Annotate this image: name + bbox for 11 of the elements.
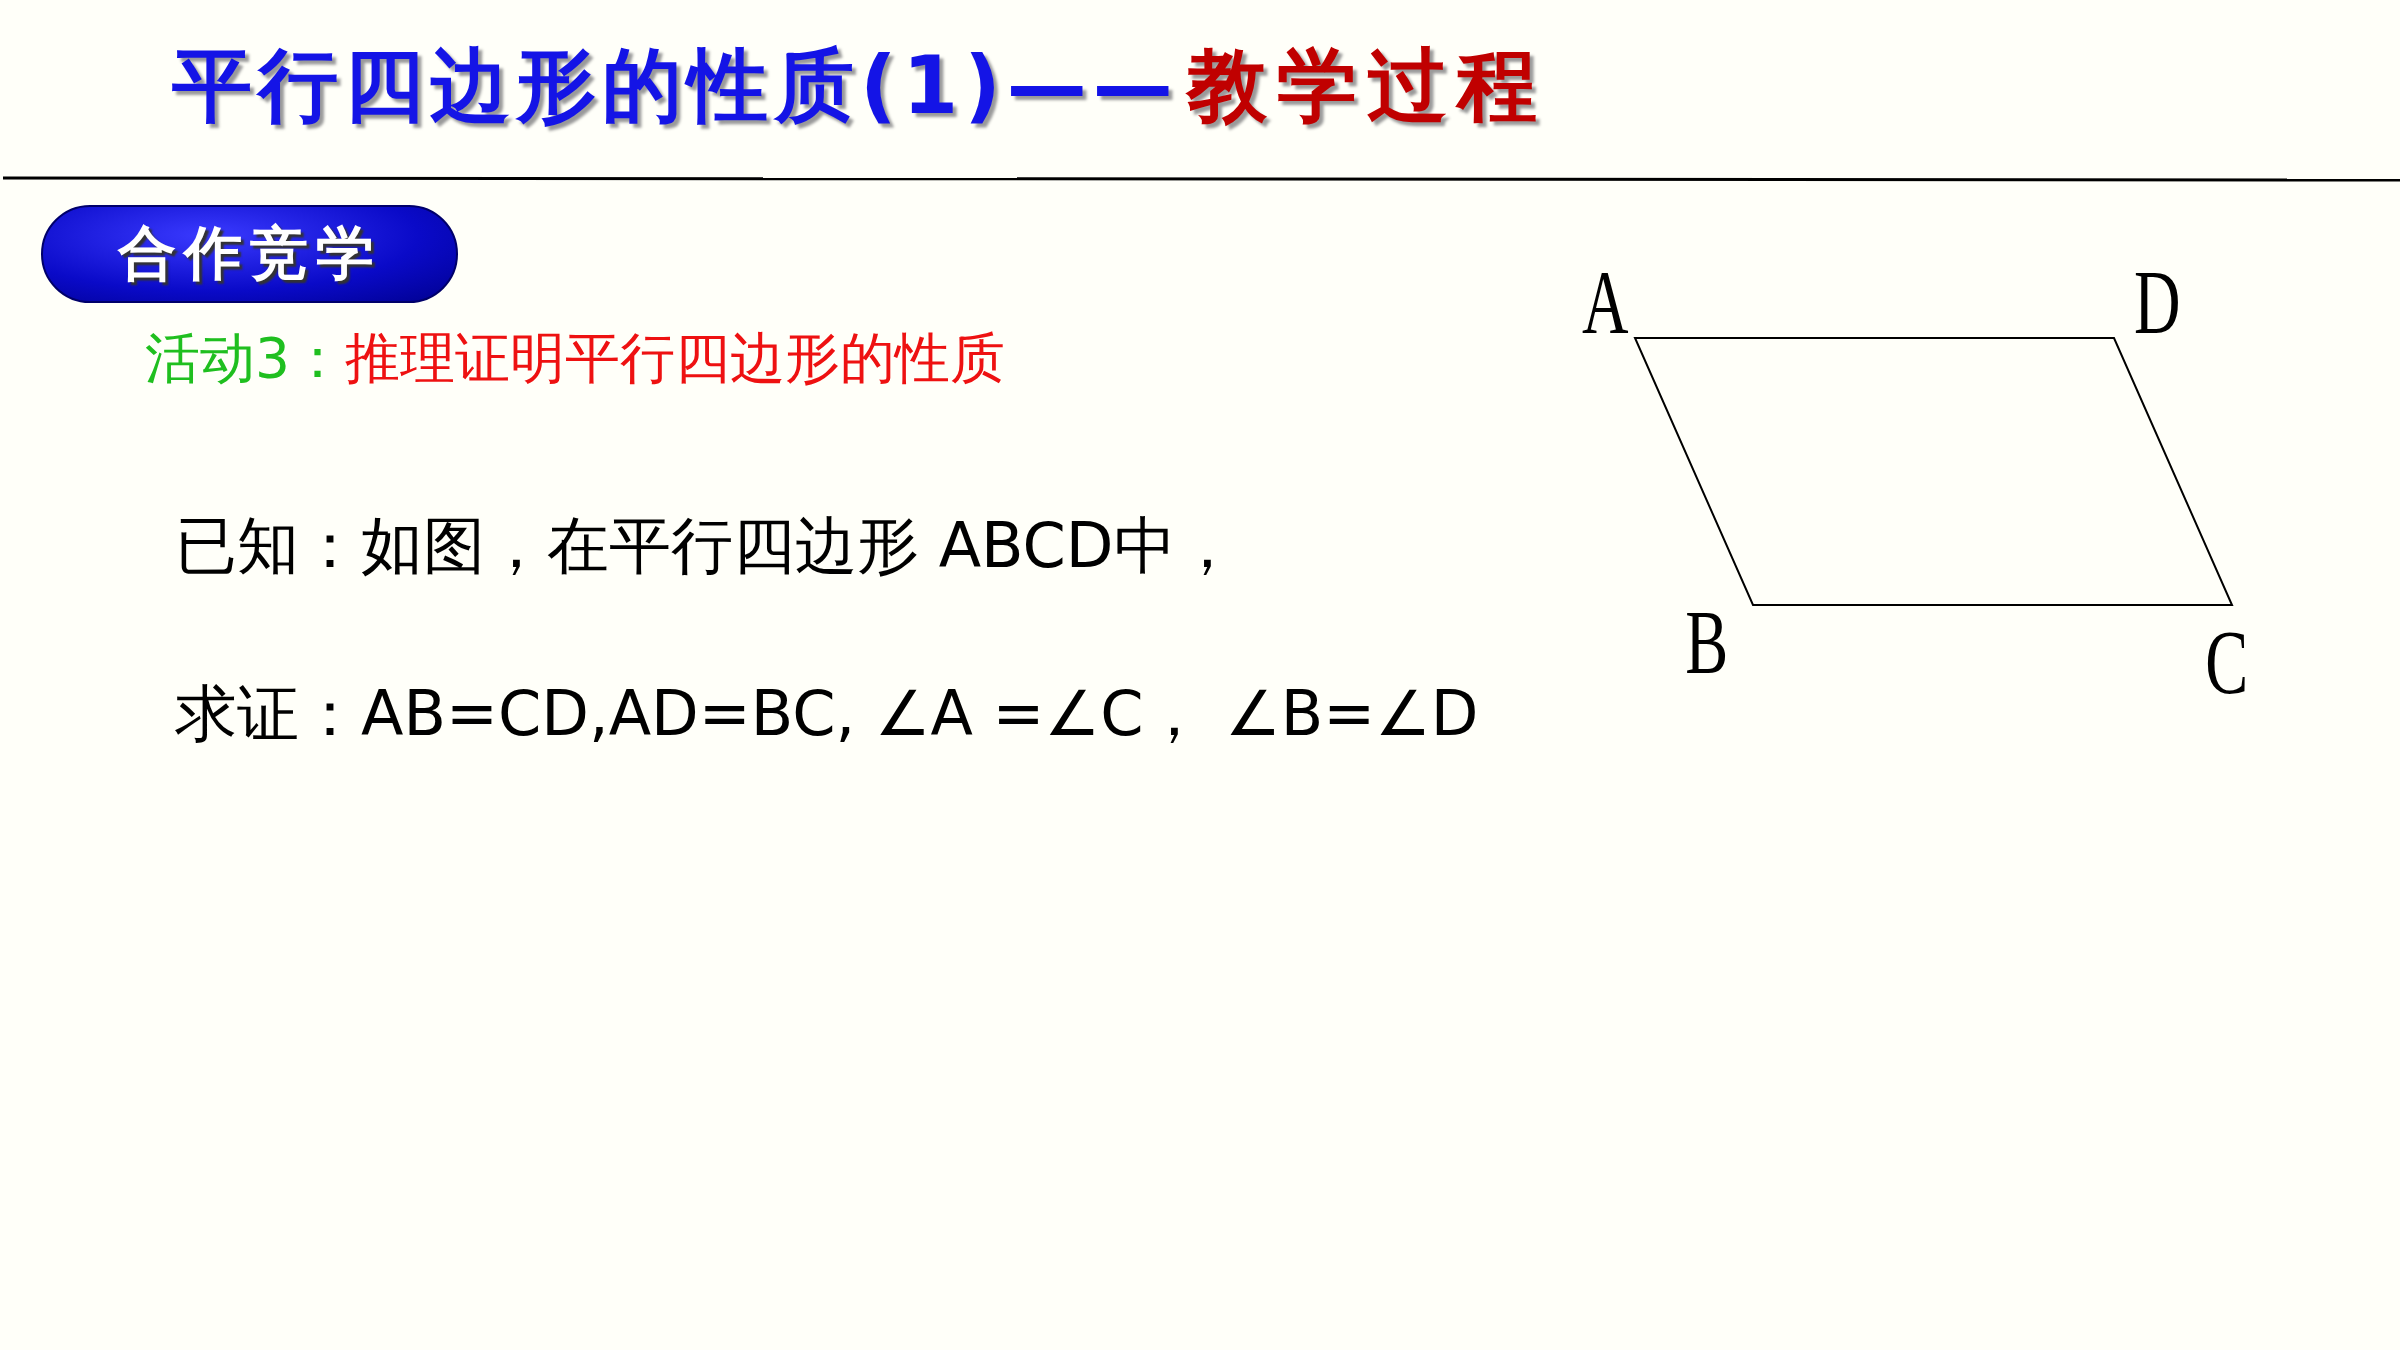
vertex-label: A bbox=[1581, 250, 1629, 355]
vertex-label: C bbox=[2205, 610, 2249, 715]
proof-statement: 求证：AB=CD,AD=BC, ∠A =∠C， ∠B=∠D bbox=[175, 678, 1479, 750]
vertex-label: B bbox=[1685, 590, 1729, 695]
title-suffix: 教学过程 bbox=[1186, 40, 1547, 132]
given-statement: 已知：如图，在平行四边形 ABCD中， bbox=[175, 510, 1238, 582]
activity-heading: 推理证明平行四边形的性质 bbox=[345, 327, 1005, 391]
section-badge: 合作竞学 bbox=[41, 205, 458, 303]
vertex-label: D bbox=[2133, 250, 2181, 355]
slide-title: 平行四边形的性质(1)—— bbox=[172, 40, 1179, 132]
activity-number: 活动3： bbox=[145, 327, 345, 391]
